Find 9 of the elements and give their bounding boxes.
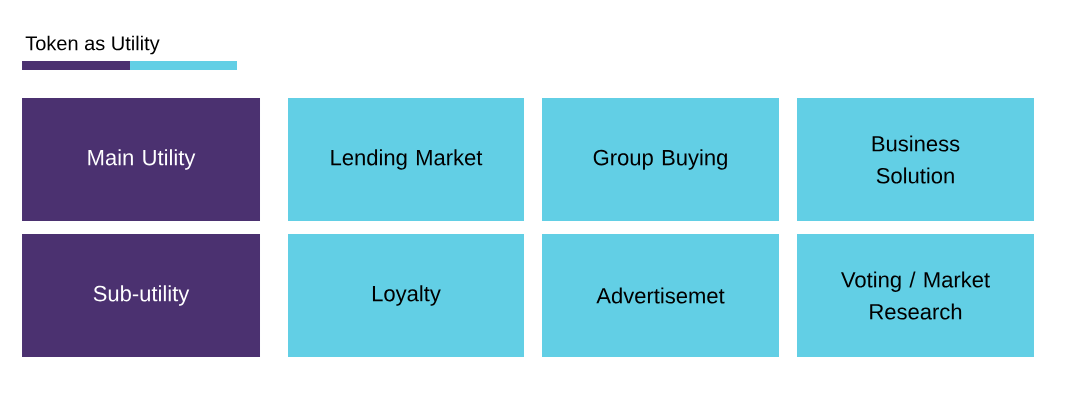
category-box: Advertisemet — [542, 234, 779, 357]
category-box: Loyalty — [288, 234, 524, 357]
category-box: Main Utility — [22, 98, 260, 221]
category-box: Sub-utility — [22, 234, 260, 357]
category-box: Voting / Market Research — [797, 234, 1034, 357]
category-box: Lending Market — [288, 98, 524, 221]
category-box: Business Solution — [797, 98, 1034, 221]
title: Token as Utility — [25, 35, 160, 55]
category-box: Group Buying — [542, 98, 779, 221]
